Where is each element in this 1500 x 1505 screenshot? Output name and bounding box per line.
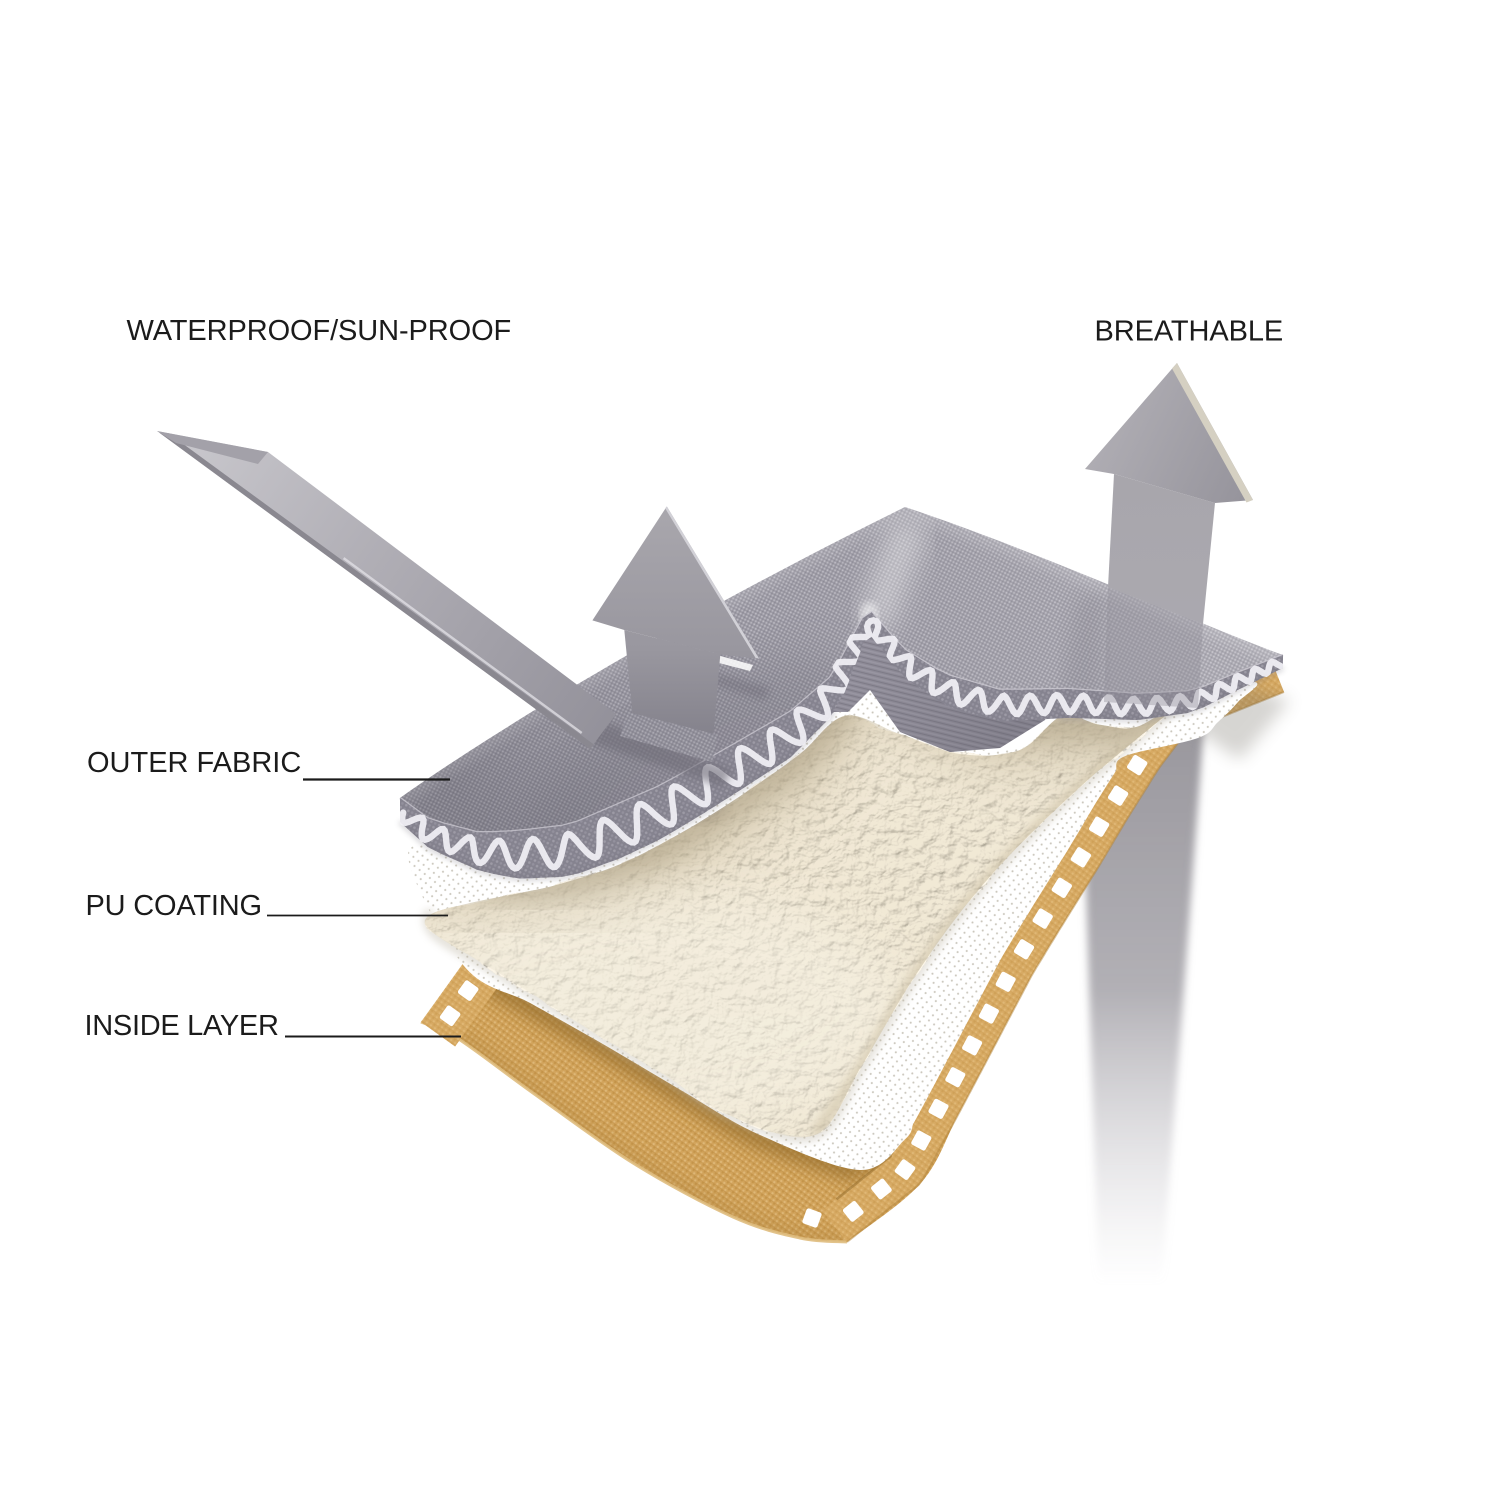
- svg-text:OUTER FABRIC: OUTER FABRIC: [87, 747, 301, 779]
- svg-text:WATERPROOF/SUN-PROOF: WATERPROOF/SUN-PROOF: [127, 315, 512, 347]
- svg-text:BREATHABLE: BREATHABLE: [1095, 316, 1284, 348]
- svg-text:PU COATING: PU COATING: [86, 890, 262, 922]
- svg-text:INSIDE LAYER: INSIDE LAYER: [85, 1010, 279, 1042]
